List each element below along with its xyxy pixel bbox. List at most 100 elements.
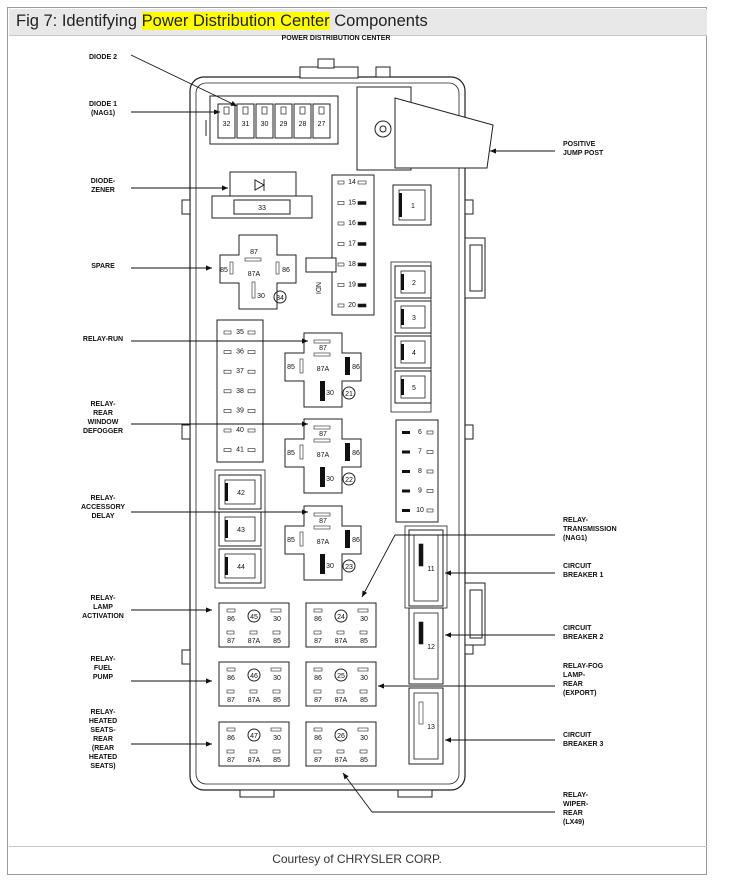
diode-number: 31	[242, 121, 250, 128]
diode-cavity	[274, 103, 293, 139]
left-leader-8-head	[206, 678, 212, 684]
left-fuse-number: 38	[236, 388, 244, 395]
mini-pin	[226, 727, 236, 732]
relay-number: 47	[250, 733, 258, 740]
callout-line: ACTIVATION	[82, 613, 124, 620]
mini-pin	[313, 630, 322, 635]
diode-cavity	[293, 103, 312, 139]
pin-label: 86	[314, 735, 322, 742]
pin-label: 87A	[335, 697, 348, 704]
pin-label: 86	[352, 537, 360, 544]
cartridge-fuse-blade	[401, 379, 404, 395]
left-leader-0-head	[230, 101, 237, 106]
left-fuse-blade	[223, 428, 232, 433]
left-clip-2	[181, 649, 191, 665]
relay-number-ring	[247, 668, 261, 682]
left-fuse-number: 41	[236, 447, 244, 454]
callout-line: RELAY-FOG	[563, 663, 604, 670]
mini-pin	[336, 689, 345, 694]
left-cartridge-outline	[214, 469, 266, 589]
callout-line: (EXPORT)	[563, 690, 596, 697]
center-fuse-block	[331, 174, 375, 316]
fuse-center-number: 14	[348, 179, 356, 186]
pin-label: 87	[250, 249, 258, 256]
mini-pin	[313, 689, 322, 694]
right-bracket-2-inner	[469, 589, 483, 639]
diagram-heading: POWER DISTRIBUTION CENTER	[282, 35, 391, 42]
pin-label: 87	[314, 638, 322, 645]
left-leader-2-head	[222, 185, 228, 191]
zener-slot	[233, 199, 291, 215]
pin-label: 85	[287, 537, 295, 544]
mini-pin	[226, 749, 235, 754]
relay-number: 22	[345, 477, 353, 484]
mini-pin	[249, 689, 258, 694]
zener-symbol-icon	[254, 179, 266, 191]
pin-label: 87A	[335, 757, 348, 764]
right-clip-0	[464, 199, 474, 215]
fuse-blade-left	[337, 283, 345, 287]
mini-pin	[313, 727, 323, 732]
cartridge-fuse-number: 3	[412, 315, 416, 322]
circuit-breaker	[408, 687, 444, 765]
small-fuse-blade	[402, 470, 410, 473]
pin-87	[244, 257, 262, 262]
fuse-blade-right	[357, 262, 367, 267]
left-fuse-blade-right	[247, 330, 256, 335]
circuit-breaker-inner	[413, 692, 439, 760]
diode-terminal	[242, 106, 249, 115]
right-clip-1	[464, 424, 474, 440]
pin-label: 30	[257, 293, 265, 300]
left-fuse-blade	[223, 350, 232, 354]
pin-86	[345, 530, 350, 548]
small-fuse-number: 6	[418, 429, 422, 436]
mini-pin	[357, 667, 369, 672]
fuse-center-number: 17	[348, 241, 356, 248]
callout-line: HEATED	[89, 718, 117, 725]
pin-label: 86	[314, 675, 322, 682]
circuit-breaker	[408, 529, 444, 607]
mini-pin	[226, 630, 235, 635]
mini-pin	[270, 727, 282, 732]
diode-number: 30	[261, 121, 269, 128]
mini-pin	[249, 630, 258, 635]
top-tab	[299, 66, 359, 79]
mini-pin	[336, 749, 345, 754]
diode-number: 27	[318, 121, 326, 128]
right-leader-1-b	[361, 534, 396, 598]
pin-label: 87A	[317, 452, 330, 459]
breaker-blade	[418, 701, 424, 725]
pin-label: 85	[287, 450, 295, 457]
fuse-blade-left	[337, 303, 345, 308]
fuse-center-number: 20	[348, 302, 356, 309]
callout-line: RELAY-	[563, 792, 589, 799]
mini-pin	[249, 749, 258, 754]
left-label-0: DIODE 2	[89, 54, 117, 61]
callout-line: (LX49)	[563, 819, 584, 826]
left-cartridge-fuse-number: 44	[237, 564, 245, 571]
callout-line: SEATS-	[90, 727, 116, 734]
pin-87	[313, 425, 331, 430]
pin-label: 85	[220, 267, 228, 274]
diode-cavity	[236, 103, 255, 139]
mini-pin	[357, 727, 369, 732]
left-cartridge-fuse	[218, 548, 262, 584]
left-clip-1	[181, 424, 191, 440]
top-tab-nub	[317, 58, 335, 69]
diode-terminal	[299, 106, 306, 115]
pin-label: 30	[326, 563, 334, 570]
right-leader-5-head	[445, 737, 451, 743]
diode-number: 29	[280, 121, 288, 128]
pin-label: 30	[360, 616, 368, 623]
bottom-tab-right	[397, 789, 433, 798]
small-fuse-blade-right	[426, 489, 434, 493]
right-leader-6-b	[342, 772, 373, 813]
breaker-blade	[418, 543, 424, 567]
pin-label: 85	[273, 697, 281, 704]
mini-pin	[336, 630, 345, 635]
pin-label: 85	[360, 697, 368, 704]
diode-cavity	[255, 103, 274, 139]
